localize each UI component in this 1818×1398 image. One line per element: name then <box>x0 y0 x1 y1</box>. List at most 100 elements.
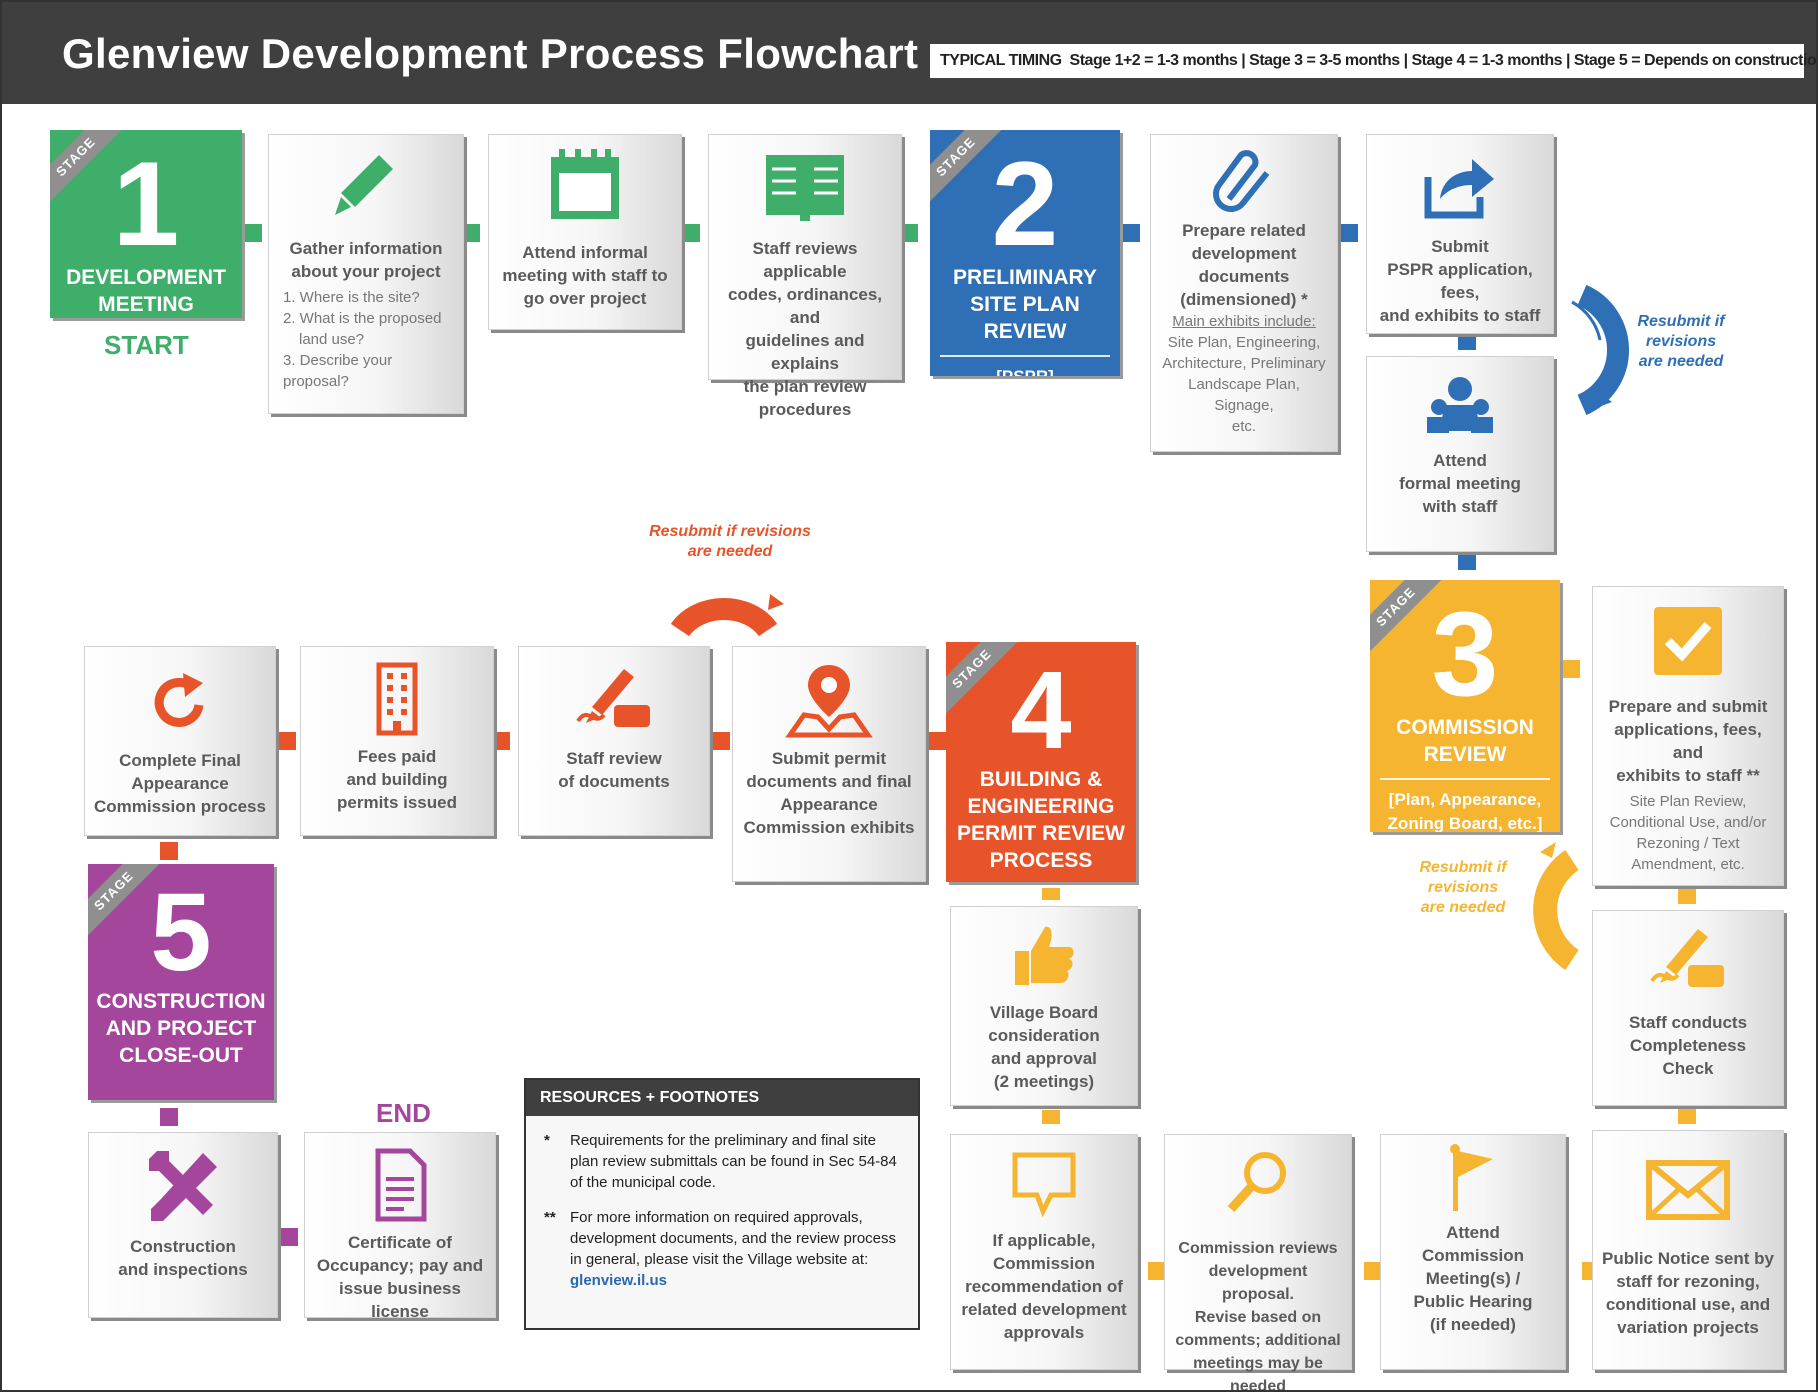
flag-icon <box>1450 1144 1493 1211</box>
card-text: development <box>1191 244 1297 263</box>
footnote-marker: * <box>544 1132 550 1149</box>
card-prepare-documents: Prepare related development documents (d… <box>1150 134 1338 452</box>
card-subtext: etc. <box>1231 418 1257 435</box>
footnote-1: * Requirements for the preliminary and f… <box>526 1130 918 1193</box>
stage-name: REVIEW <box>1423 743 1507 766</box>
footnote-2: ** For more information on required appr… <box>526 1207 918 1291</box>
stage-number: 2 <box>991 137 1059 271</box>
stage-5-box: STAGE 5 CONSTRUCTION AND PROJECT CLOSE-O… <box>88 864 274 1100</box>
list-item: 2. What is the proposed <box>283 310 442 327</box>
card-text: Commission reviews <box>1178 1240 1338 1257</box>
card-text: variation projects <box>1617 1318 1759 1337</box>
card-subtext: Site Plan Review, <box>1629 793 1747 810</box>
card-subtext: Main exhibits include: <box>1172 313 1316 330</box>
website-link[interactable]: glenview.il.us <box>570 1272 667 1289</box>
card-text: (dimensioned) * <box>1180 290 1308 309</box>
list-item: land use? <box>299 331 365 348</box>
card-text: Appearance <box>131 774 229 793</box>
timing-label: TYPICAL TIMING <box>940 52 1062 69</box>
stage-name: CONSTRUCTION <box>96 990 266 1013</box>
magnifier-icon <box>1227 1152 1286 1213</box>
card-text: of documents <box>558 772 670 791</box>
card-text: comments; additional <box>1175 1332 1341 1349</box>
card-text: and exhibits to staff <box>1379 306 1541 325</box>
card-text: conditional use, and <box>1605 1295 1771 1314</box>
stage-number: 3 <box>1431 587 1499 721</box>
card-text: guidelines and explains <box>745 331 865 373</box>
card-text: Meeting(s) / <box>1425 1269 1521 1288</box>
document-icon <box>375 1148 427 1222</box>
stage-name: AND PROJECT <box>105 1017 257 1040</box>
stage-2-box: STAGE 2 PRELIMINARY SITE PLAN REVIEW [PS… <box>930 130 1120 376</box>
start-label: START <box>104 330 189 360</box>
card-completeness-check: Staff conducts Completeness Check <box>1592 910 1784 1106</box>
card-text: Commission process <box>94 797 266 816</box>
card-text: (if needed) <box>1430 1315 1516 1334</box>
timing-box: TYPICAL TIMING Stage 1+2 = 1-3 months | … <box>930 44 1818 78</box>
calendar-icon <box>551 149 619 219</box>
card-village-board: Village Board consideration and approval… <box>950 906 1138 1106</box>
envelope-icon <box>1646 1160 1730 1220</box>
resubmit-text: Resubmit if <box>1637 313 1725 330</box>
card-staff-review-documents: Staff review of documents <box>518 646 710 836</box>
resubmit-text: Resubmit if revisions <box>649 523 811 540</box>
card-text: development proposal. <box>1208 1263 1308 1303</box>
divider <box>940 355 1110 357</box>
card-text: codes, ordinances, and <box>728 285 882 327</box>
timing-text: Stage 1+2 = 1-3 months | Stage 3 = 3-5 m… <box>1069 52 1818 69</box>
card-text: Staff review <box>566 749 662 768</box>
stage-name: PRELIMINARY <box>953 266 1097 289</box>
resubmit-note-blue: Resubmit if revisions are needed <box>1626 312 1736 372</box>
stage-name: PROCESS <box>989 849 1093 872</box>
card-text: go over project <box>523 289 647 308</box>
card-text: Revise based on <box>1194 1309 1322 1326</box>
divider <box>1380 778 1550 780</box>
card-text: Complete Final <box>119 751 241 770</box>
notes-title: RESOURCES + FOOTNOTES <box>526 1080 918 1116</box>
card-text: Check <box>1662 1059 1714 1078</box>
card-text: formal meeting <box>1399 474 1521 493</box>
card-gather-info: Gather information about your project 1.… <box>268 134 464 414</box>
stage-name: COMMISSION <box>1396 716 1534 739</box>
card-text: exhibits to staff ** <box>1616 766 1760 785</box>
card-text: and approval <box>991 1049 1097 1068</box>
card-text: procedures <box>758 400 852 419</box>
end-label: END <box>376 1098 431 1128</box>
page-title: Glenview Development Process Flowchart <box>62 30 919 77</box>
card-text: Prepare and submit <box>1608 697 1768 716</box>
card-subtext: Landscape Plan, Signage, <box>1188 376 1300 414</box>
list-item: 1. Where is the site? <box>283 289 420 306</box>
signature-icon <box>576 669 650 727</box>
card-text: with staff <box>1422 497 1498 516</box>
building-icon <box>376 662 418 736</box>
stage-number: 1 <box>112 137 180 271</box>
card-commission-reviews: Commission reviews development proposal.… <box>1164 1134 1352 1395</box>
resubmit-note-yellow: Resubmit if revisions are needed <box>1408 858 1518 918</box>
card-text: permits issued <box>337 793 457 812</box>
card-submit-permit: Submit permit documents and final Appear… <box>732 646 926 882</box>
card-text: Submit <box>1431 237 1489 256</box>
card-construction: Construction and inspections <box>88 1132 278 1318</box>
card-subtext: Rezoning / Text <box>1636 835 1740 852</box>
card-final-appearance: Complete Final Appearance Commission pro… <box>84 646 276 836</box>
card-text: If applicable, <box>992 1231 1096 1250</box>
card-text: consideration <box>988 1026 1100 1045</box>
signature-icon <box>1650 929 1724 987</box>
card-text: related development <box>961 1300 1127 1319</box>
card-text: applications, fees, and <box>1614 720 1762 762</box>
card-text: Occupancy; pay and <box>316 1256 484 1275</box>
card-text: Fees paid <box>357 747 437 766</box>
card-text: staff for rezoning, <box>1616 1272 1760 1291</box>
card-text: documents and final <box>746 772 912 791</box>
card-subtext: Conditional Use, and/or <box>1609 814 1767 831</box>
card-staff-reviews-codes: Staff reviews applicable codes, ordinanc… <box>708 134 902 419</box>
card-informal-meeting: Attend informal meeting with staff to go… <box>488 134 682 330</box>
card-text: Commission <box>1421 1246 1525 1265</box>
card-text: Attend <box>1446 1223 1500 1242</box>
resources-footnotes: RESOURCES + FOOTNOTES * Requirements for… <box>524 1078 920 1330</box>
card-text: Attend <box>1433 451 1487 470</box>
stage-name: MEETING <box>98 293 194 316</box>
card-text: Public Notice sent by <box>1602 1249 1774 1268</box>
